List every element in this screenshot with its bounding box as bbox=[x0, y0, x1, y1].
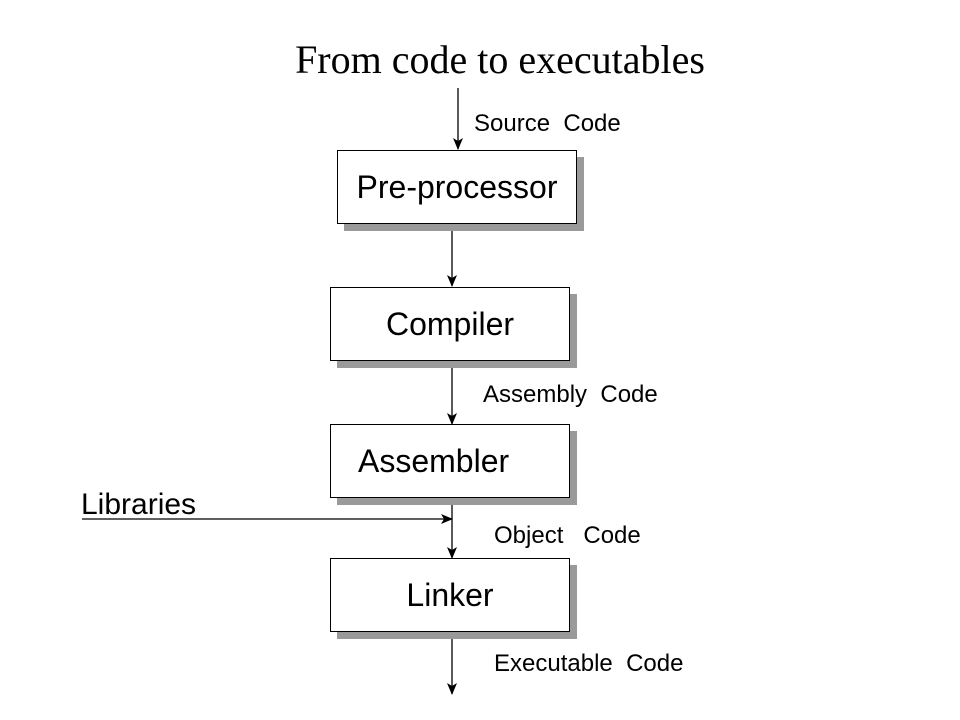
compiler-label: Compiler bbox=[385, 305, 515, 342]
libraries-label: Libraries bbox=[81, 488, 197, 521]
assembler-label: Assembler bbox=[358, 442, 510, 479]
linker-box: Linker bbox=[330, 558, 570, 632]
assembly-code-label: Assembly Code bbox=[483, 381, 658, 408]
compiler-box: Compiler bbox=[330, 287, 570, 361]
object-code-label: Object Code bbox=[494, 522, 641, 549]
preprocessor-label: Pre-processor bbox=[356, 168, 558, 205]
linker-label: Linker bbox=[406, 576, 494, 613]
preprocessor-box: Pre-processor bbox=[337, 150, 577, 224]
executable-code-label: Executable Code bbox=[494, 650, 684, 677]
source-code-label: Source Code bbox=[474, 110, 621, 137]
assembler-box: Assembler bbox=[330, 424, 570, 498]
slide-title: From code to executables bbox=[295, 37, 705, 82]
